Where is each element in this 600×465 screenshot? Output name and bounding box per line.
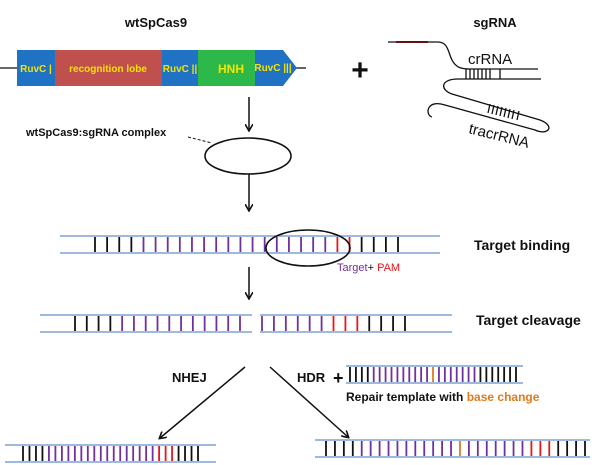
bound-complex-on-dna (265, 229, 351, 267)
plus-sign: + (351, 54, 369, 87)
domain-ruvc-1 (17, 50, 55, 86)
tracrrna-base-pairs (487, 103, 520, 121)
crrna-base-pairs (465, 69, 501, 79)
step-target-cleavage: Target cleavage (476, 312, 581, 328)
domain-ruvc-2 (162, 50, 198, 86)
dna-cleavage-right-fragment (260, 314, 452, 333)
complex-label-leader (187, 136, 213, 144)
nhej-label: NHEJ (172, 370, 207, 385)
dna-hdr-product (315, 439, 590, 458)
legend-pam: PAM (377, 262, 400, 274)
arrow-hdr (269, 366, 348, 437)
target-pam-legend: Target+ PAM (337, 262, 400, 274)
protein-title: wtSpCas9 (124, 15, 187, 30)
step-target-binding: Target binding (474, 237, 570, 253)
domain-hnh (198, 50, 255, 86)
domain-recognition-lobe (55, 50, 162, 86)
tracrrna-label: tracrRNA (467, 120, 531, 151)
dna-repair-template (346, 365, 523, 384)
domain-label-recognition-lobe: recognition lobe (69, 64, 147, 75)
hdr-plus: + (333, 368, 344, 388)
repair-caption-prefix: Repair template with (346, 390, 467, 404)
complex-label: wtSpCas9:sgRNA complex (25, 127, 167, 139)
tracrrna-strand (427, 78, 550, 133)
dna-nhej-product (5, 444, 216, 463)
domain-ruvc-3 (255, 50, 297, 86)
hdr-label: HDR (297, 370, 326, 385)
domain-label-hnh: HNH (218, 62, 244, 76)
dna-target-binding (60, 235, 440, 254)
crrna-label: crRNA (468, 51, 512, 68)
sgrna-structure (388, 41, 550, 133)
cas9-sgrna-complex (204, 137, 292, 175)
domain-label-ruvc-1: RuvC | (20, 64, 52, 75)
sgrna-title: sgRNA (473, 15, 517, 30)
domain-label-ruvc-3: RuvC ||| (254, 63, 291, 74)
arrow-nhej (160, 366, 246, 438)
repair-caption-highlight: base change (467, 390, 540, 404)
repair-template-caption: Repair template with base change (346, 390, 540, 404)
cas9-domain-bar: RuvC | recognition lobe RuvC || HNH RuvC… (0, 50, 306, 86)
crrna-strand (388, 41, 538, 70)
domain-label-ruvc-2: RuvC || (163, 64, 198, 75)
legend-target: Target (337, 262, 368, 274)
legend-plus: + (368, 262, 377, 274)
dna-cleavage-left-fragment (40, 314, 252, 333)
